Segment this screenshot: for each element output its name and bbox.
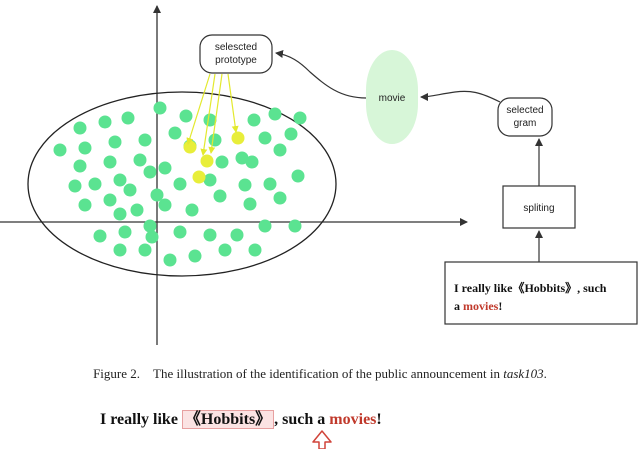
green-point (143, 165, 157, 179)
green-point (173, 225, 187, 239)
green-point (133, 153, 147, 167)
spliting-label: spliting (523, 203, 554, 214)
selected-prototype-line1: selescted (215, 42, 257, 53)
green-point (203, 173, 217, 187)
green-point (121, 111, 135, 125)
sentence-line-2-prefix: a (454, 299, 463, 313)
yellow-points (183, 131, 245, 184)
green-point (153, 101, 167, 115)
bottom-part-3: ! (376, 411, 382, 428)
spliting-box: spliting (502, 185, 576, 229)
green-point (247, 113, 261, 127)
green-point (203, 228, 217, 242)
caption-prefix: Figure 2. The illustration of the identi… (93, 366, 504, 381)
gram-to-movie-arrow (420, 90, 501, 103)
caption-suffix: . (543, 366, 547, 381)
selected-prototype-line2: prototype (215, 55, 257, 66)
green-point (185, 203, 199, 217)
green-point (93, 229, 107, 243)
green-point (113, 173, 127, 187)
selected-gram-line1: selected (506, 105, 543, 116)
green-point (284, 127, 298, 141)
green-point (243, 197, 257, 211)
selected-gram-box: selected gram (497, 97, 553, 137)
movie-node: movie (366, 50, 418, 144)
green-point (188, 249, 202, 263)
green-point (158, 161, 172, 175)
green-point (68, 179, 82, 193)
green-point (118, 225, 132, 239)
green-point (173, 177, 187, 191)
sentence-line-2: a movies! (454, 297, 606, 315)
green-point (268, 107, 282, 121)
green-point (123, 183, 137, 197)
green-point (78, 141, 92, 155)
green-point (108, 135, 122, 149)
green-point (130, 203, 144, 217)
caption-task: task103 (503, 366, 544, 381)
sentence-box (444, 261, 638, 325)
green-point (73, 121, 87, 135)
green-point (78, 198, 92, 212)
prototype-arrows (186, 73, 239, 156)
green-point (103, 155, 117, 169)
green-point (230, 228, 244, 242)
movie-to-prototype-arrow (275, 50, 367, 99)
bottom-highlight-hobbits: 《Hobbits》 (181, 410, 275, 429)
green-point (238, 178, 252, 192)
movie-label: movie (379, 93, 406, 104)
green-point (291, 169, 305, 183)
green-point (168, 126, 182, 140)
cluster-ellipse (27, 91, 337, 277)
yellow-point (183, 140, 197, 154)
green-point (208, 133, 222, 147)
green-point (179, 109, 193, 123)
green-point (273, 143, 287, 157)
sentence-line-1: I really like《Hobbits》, such (454, 281, 607, 295)
bottom-part-2: , such a (274, 411, 330, 428)
selected-prototype-box: selescted prototype (199, 34, 273, 74)
green-point (263, 177, 277, 191)
green-point (145, 230, 159, 244)
green-point (98, 115, 112, 129)
green-point (53, 143, 67, 157)
green-point (138, 243, 152, 257)
sentence-line-2-suffix: ! (498, 299, 503, 313)
green-point (203, 113, 217, 127)
green-point (273, 191, 287, 205)
sentence-box-text: I really like《Hobbits》, such a movies! (454, 279, 606, 315)
green-point (73, 159, 87, 173)
green-point (293, 111, 307, 125)
green-point (218, 243, 232, 257)
green-point (213, 189, 227, 203)
green-point (138, 133, 152, 147)
green-point (113, 243, 127, 257)
bottom-keyword-movies: movies (329, 411, 377, 428)
selected-gram-line2: gram (514, 118, 537, 129)
green-point (288, 219, 302, 233)
yellow-point (231, 131, 245, 145)
green-point (163, 253, 177, 267)
green-point (215, 155, 229, 169)
green-point (103, 193, 117, 207)
yellow-point (192, 170, 206, 184)
green-point (88, 177, 102, 191)
bottom-part-1: I really like (100, 411, 182, 428)
green-point (113, 207, 127, 221)
green-point (235, 151, 249, 165)
green-point (258, 219, 272, 233)
green-points (53, 101, 307, 267)
red-up-arrow-icon (312, 430, 332, 449)
bottom-example-sentence: I really like 《Hobbits》, such a movies! (100, 405, 382, 429)
green-point (143, 219, 157, 233)
yellow-point (200, 154, 214, 168)
green-point (248, 243, 262, 257)
green-point (258, 131, 272, 145)
green-point (150, 188, 164, 202)
green-point (245, 155, 259, 169)
green-point (158, 198, 172, 212)
figure-caption: Figure 2. The illustration of the identi… (0, 366, 640, 382)
sentence-keyword-movies: movies (463, 299, 499, 313)
